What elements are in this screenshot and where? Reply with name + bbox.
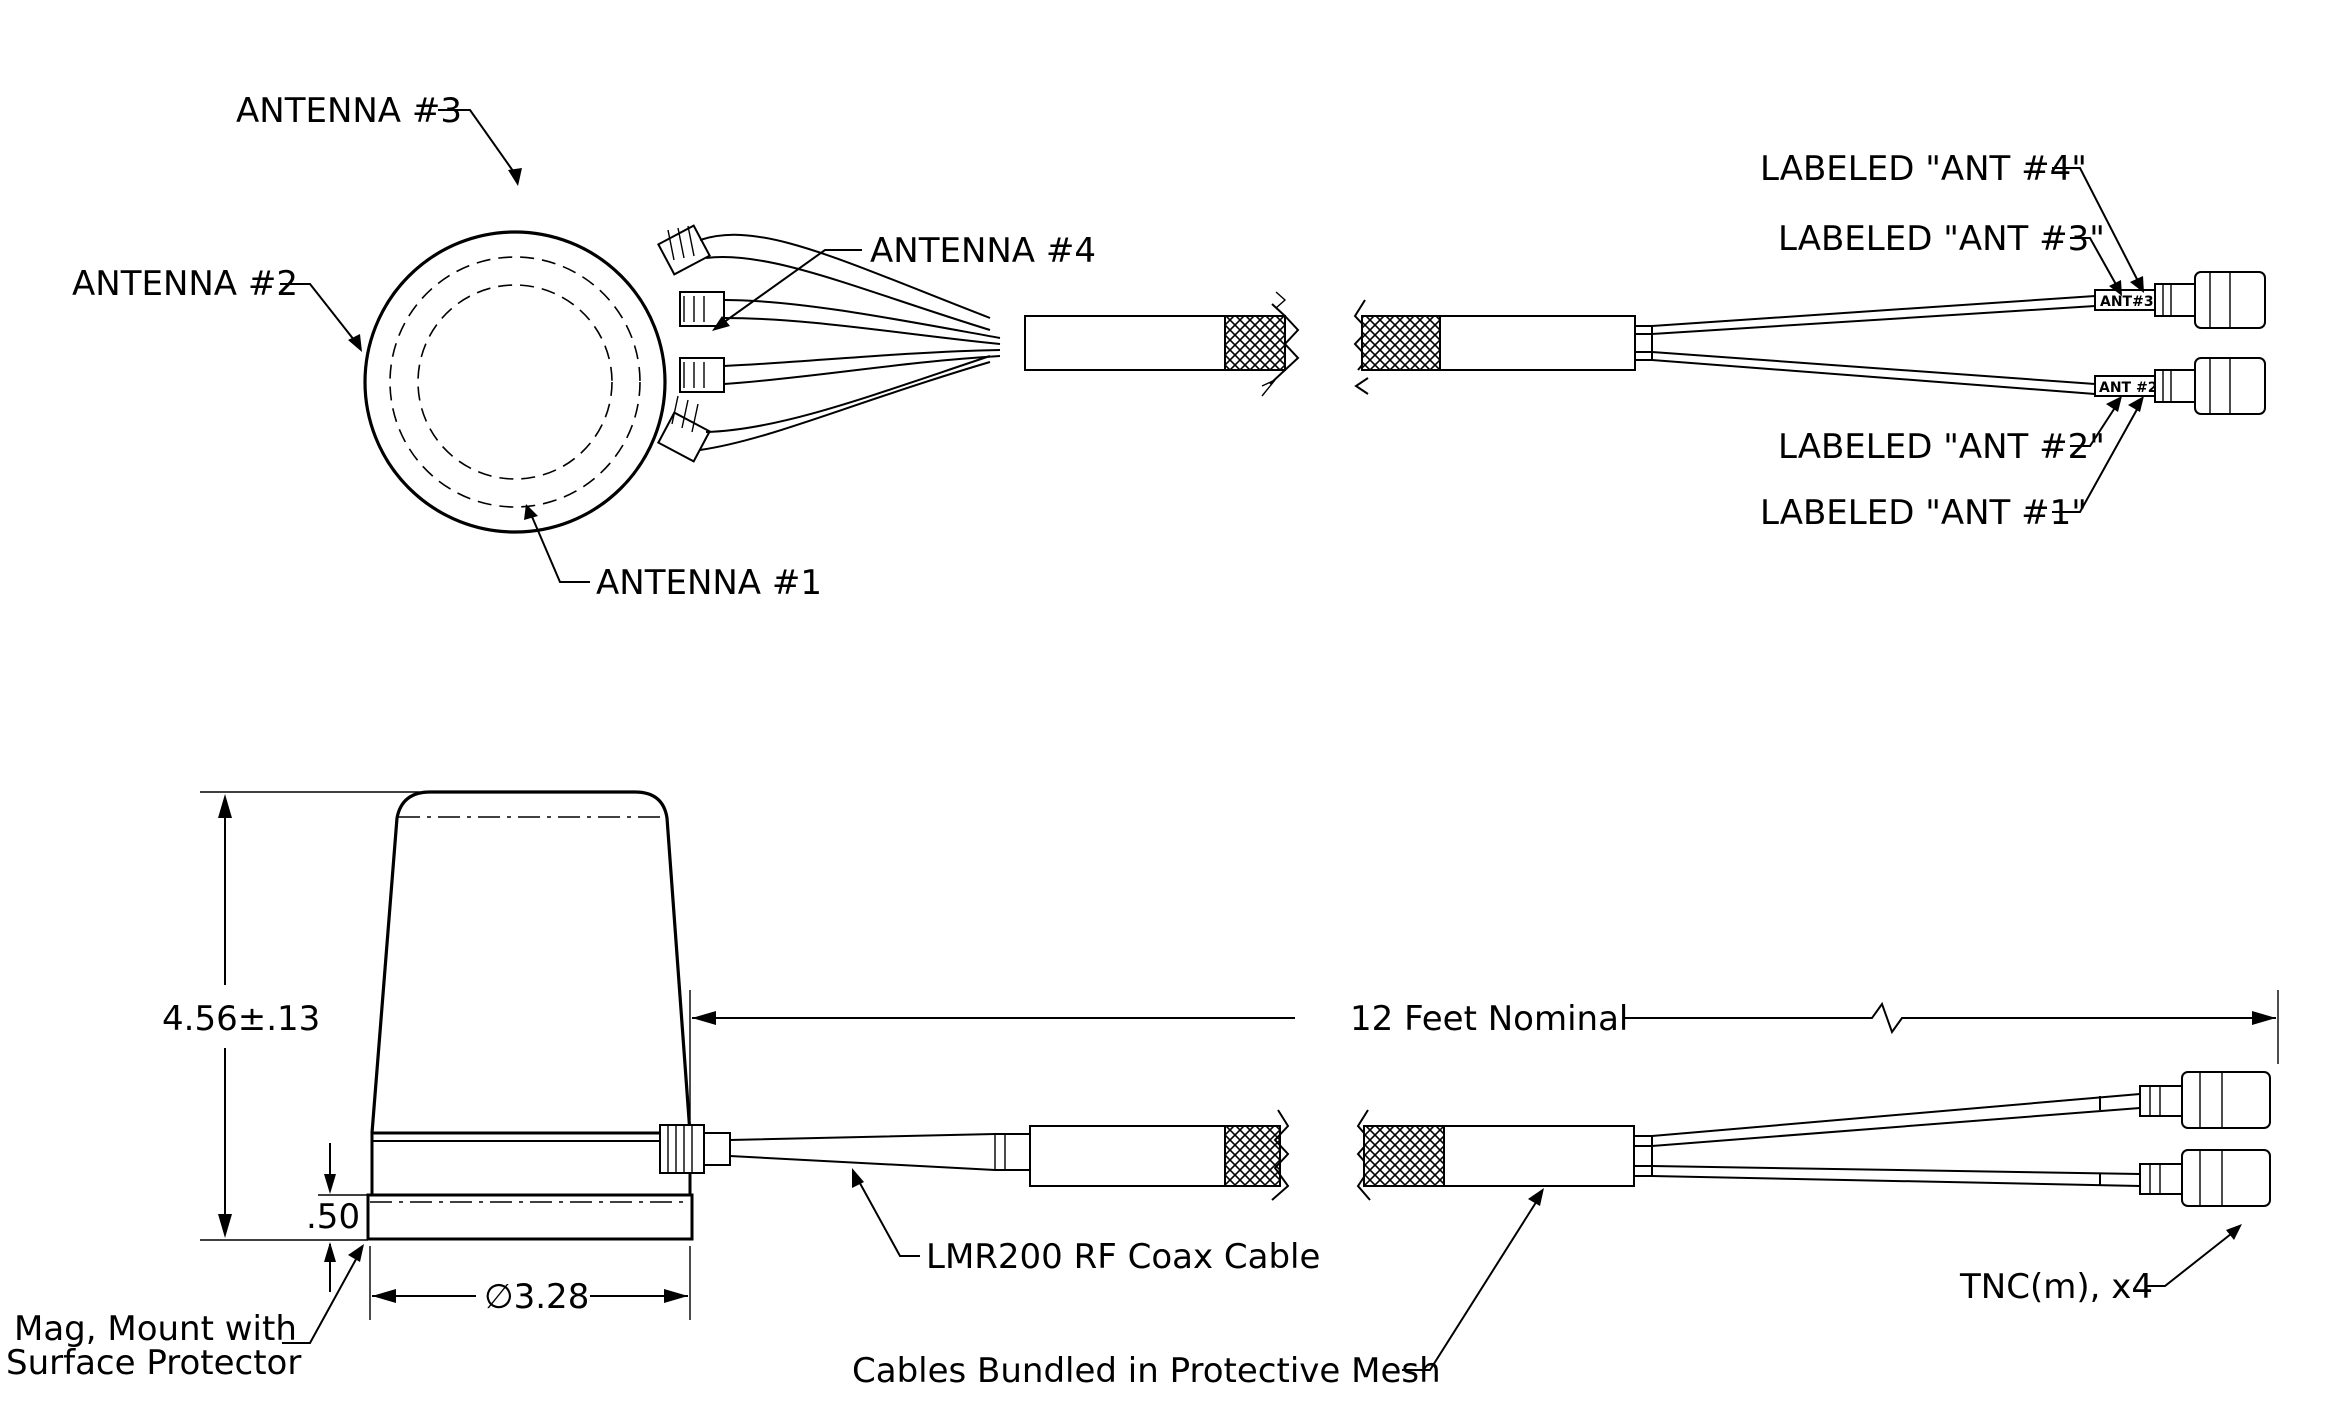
side-cable-upper (729, 1133, 1030, 1141)
top-mesh-left (1224, 315, 1286, 371)
height-dimension (200, 791, 420, 1241)
top-bundle-sleeve-left (1024, 315, 1226, 371)
top-view: ANT#3 ANT #2 (72, 91, 2266, 603)
label-labeled-ant4: LABELED "ANT #4" (1760, 149, 2087, 189)
length-dimension-text: 12 Feet Nominal (1350, 999, 1628, 1039)
label-antenna-4: ANTENNA #4 (870, 231, 1096, 271)
side-connector (659, 1124, 731, 1174)
top-break-left (1269, 303, 1300, 385)
side-break-left (1271, 1109, 1290, 1201)
cable-tag-ant2-text: ANT #2 (2099, 380, 2157, 396)
side-tnc-connector-upper (2139, 1071, 2271, 1129)
top-mesh-right (1361, 315, 1441, 371)
cable-label: LMR200 RF Coax Cable (926, 1237, 1320, 1277)
housing-inner-dashed-circle (389, 256, 641, 508)
top-cables-right (1635, 295, 2096, 395)
antenna-base-band (370, 1131, 692, 1197)
label-antenna-3: ANTENNA #3 (236, 91, 462, 131)
side-cables-right (1634, 1093, 2141, 1187)
mount-label-line1: Mag, Mount with (14, 1309, 297, 1349)
side-bundle-sleeve-right (1443, 1125, 1635, 1187)
connector-label: TNC(m), x4 (1959, 1267, 2153, 1307)
length-dimension (689, 990, 2279, 1120)
label-antenna-2: ANTENNA #2 (72, 264, 298, 304)
label-labeled-ant1: LABELED "ANT #1" (1760, 493, 2087, 533)
label-antenna-1: ANTENNA #1 (596, 563, 822, 603)
label-labeled-ant2: LABELED "ANT #2" (1778, 427, 2105, 467)
housing-inner-dashed-circle-2 (417, 284, 613, 480)
side-bundle-sleeve-left (1029, 1125, 1226, 1187)
diameter-dimension (369, 1246, 691, 1320)
height-dimension-text: 4.56±.13 (162, 999, 320, 1039)
side-view: 4.56±.13 .50 ∅3.28 12 (6, 790, 2279, 1391)
cable-tag-ant3-text: ANT#3 (2100, 294, 2154, 310)
top-leaders (280, 109, 2144, 583)
side-mesh-right (1363, 1125, 1445, 1187)
base-height-dimension (318, 1143, 368, 1292)
diameter-dimension-text: ∅3.28 (484, 1277, 589, 1317)
antenna-housing-outline (363, 230, 667, 534)
side-break-right (1356, 1109, 1372, 1201)
side-mesh-left (1224, 1125, 1281, 1187)
antenna-dome-outline (370, 790, 692, 1134)
mesh-label: Cables Bundled in Protective Mesh (852, 1351, 1441, 1391)
side-tnc-connector-lower (2139, 1149, 2271, 1207)
base-height-dimension-text: .50 (306, 1197, 360, 1237)
side-cable-lower (729, 1155, 1030, 1171)
top-bundle-sleeve-right (1439, 315, 1636, 371)
mount-label-line2: Surface Protector (6, 1343, 301, 1383)
ring-connectors (657, 224, 725, 463)
side-leaders (282, 1168, 2242, 1371)
label-labeled-ant3: LABELED "ANT #3" (1778, 219, 2105, 259)
top-tnc-connector-lower (2154, 357, 2266, 415)
top-tnc-connector-upper (2154, 271, 2266, 329)
